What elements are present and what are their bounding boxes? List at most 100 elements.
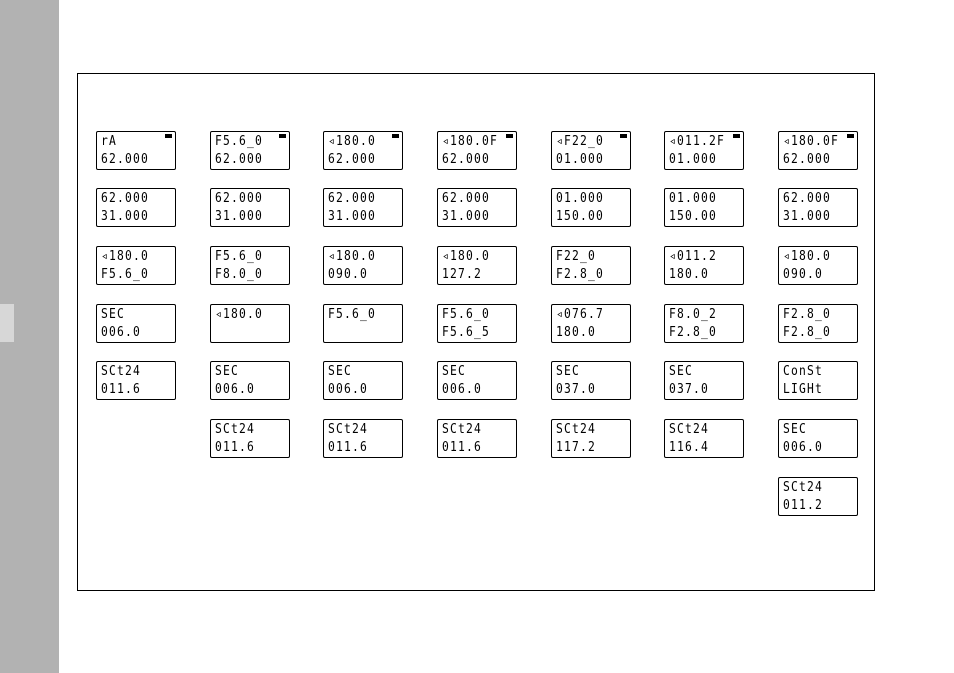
- lcd-line-2: 127.2: [442, 266, 483, 282]
- lcd-display: SEC 006.0: [96, 304, 176, 343]
- lcd-line-1: F2.8_0: [783, 306, 832, 322]
- lcd-line-2: 011.6: [101, 381, 142, 397]
- lcd-line-2: 180.0: [556, 324, 597, 340]
- lcd-line-1: SCt24: [101, 363, 142, 379]
- lcd-line-2: 31.000: [442, 208, 491, 224]
- lcd-line-1: F5.6_0: [442, 306, 491, 322]
- lcd-line-1: 62.000: [101, 190, 150, 206]
- lcd-line-2: LIGHt: [783, 381, 824, 397]
- lcd-line-2: F5.6_0: [101, 266, 150, 282]
- lcd-display: SEC 037.0: [551, 361, 631, 400]
- lcd-line-1: ◃180.0: [328, 248, 377, 264]
- lcd-line-1: SEC: [783, 421, 808, 437]
- lcd-line-2: F2.8_0: [669, 324, 718, 340]
- lcd-line-2: 62.000: [328, 151, 377, 167]
- lcd-line-2: F2.8_0: [783, 324, 832, 340]
- lcd-line-1: F5.6_0: [215, 133, 264, 149]
- lcd-display: 62.000 31.000: [778, 188, 858, 227]
- lcd-line-1: SEC: [215, 363, 240, 379]
- lcd-line-2: 090.0: [328, 266, 369, 282]
- lcd-line-1: SCt24: [556, 421, 597, 437]
- lcd-line-1: 62.000: [215, 190, 264, 206]
- lcd-line-1: 01.000: [669, 190, 718, 206]
- lcd-line-2: 117.2: [556, 439, 597, 455]
- lcd-display: SCt24 117.2: [551, 419, 631, 458]
- lcd-line-2: 62.000: [215, 151, 264, 167]
- lcd-line-2: 090.0: [783, 266, 824, 282]
- lcd-line-2: 006.0: [442, 381, 483, 397]
- lcd-line-2: 180.0: [669, 266, 710, 282]
- lcd-line-2: 62.000: [442, 151, 491, 167]
- lcd-display: SCt24 116.4: [664, 419, 744, 458]
- lcd-line-1: F5.6_0: [215, 248, 264, 264]
- lcd-line-1: SCt24: [328, 421, 369, 437]
- lcd-line-2: F5.6_5: [442, 324, 491, 340]
- lcd-line-2: 037.0: [556, 381, 597, 397]
- lcd-line-1: SCt24: [442, 421, 483, 437]
- lcd-line-2: 31.000: [101, 208, 150, 224]
- battery-indicator-icon: [847, 134, 854, 138]
- lcd-line-2: 006.0: [328, 381, 369, 397]
- lcd-line-1: 62.000: [783, 190, 832, 206]
- lcd-line-2: 01.000: [669, 151, 718, 167]
- lcd-line-2: 31.000: [328, 208, 377, 224]
- lcd-line-1: rA: [101, 133, 118, 149]
- lcd-line-2: 01.000: [556, 151, 605, 167]
- lcd-line-1: ◃180.0: [101, 248, 150, 264]
- lcd-line-2: 011.6: [328, 439, 369, 455]
- lcd-line-1: SCt24: [783, 479, 824, 495]
- chapter-tab: [0, 304, 14, 342]
- lcd-display: rA 62.000: [96, 131, 176, 170]
- lcd-display: ◃011.2 180.0: [664, 246, 744, 285]
- lcd-line-1: ◃076.7: [556, 306, 605, 322]
- lcd-line-1: ◃F22_0: [556, 133, 605, 149]
- lcd-display: ◃011.2F 01.000: [664, 131, 744, 170]
- lcd-line-2: 006.0: [101, 324, 142, 340]
- lcd-display: SCt24 011.6: [323, 419, 403, 458]
- lcd-line-1: ◃011.2F: [669, 133, 726, 149]
- lcd-display: SCt24 011.2: [778, 477, 858, 516]
- lcd-display: 01.000 150.00: [664, 188, 744, 227]
- lcd-line-1: SEC: [328, 363, 353, 379]
- lcd-display: ◃180.0: [210, 304, 290, 343]
- battery-indicator-icon: [392, 134, 399, 138]
- lcd-line-2: 150.00: [669, 208, 718, 224]
- lcd-line-1: SEC: [101, 306, 126, 322]
- lcd-line-1: SEC: [556, 363, 581, 379]
- lcd-line-2: 116.4: [669, 439, 710, 455]
- lcd-display: ◃180.0 090.0: [323, 246, 403, 285]
- lcd-display: ◃F22_0 01.000: [551, 131, 631, 170]
- lcd-line-1: ◃011.2: [669, 248, 718, 264]
- lcd-line-2: 62.000: [783, 151, 832, 167]
- lcd-line-2: 037.0: [669, 381, 710, 397]
- lcd-display: SCt24 011.6: [96, 361, 176, 400]
- diagram-frame: [77, 73, 875, 591]
- lcd-line-2: 150.00: [556, 208, 605, 224]
- lcd-line-2: 62.000: [101, 151, 150, 167]
- lcd-display: F5.6_0 62.000: [210, 131, 290, 170]
- battery-indicator-icon: [733, 134, 740, 138]
- lcd-line-2: 011.2: [783, 497, 824, 513]
- lcd-line-2: 011.6: [215, 439, 256, 455]
- lcd-line-1: SCt24: [669, 421, 710, 437]
- lcd-line-2: 011.6: [442, 439, 483, 455]
- lcd-line-2: 31.000: [783, 208, 832, 224]
- lcd-display: F5.6_0: [323, 304, 403, 343]
